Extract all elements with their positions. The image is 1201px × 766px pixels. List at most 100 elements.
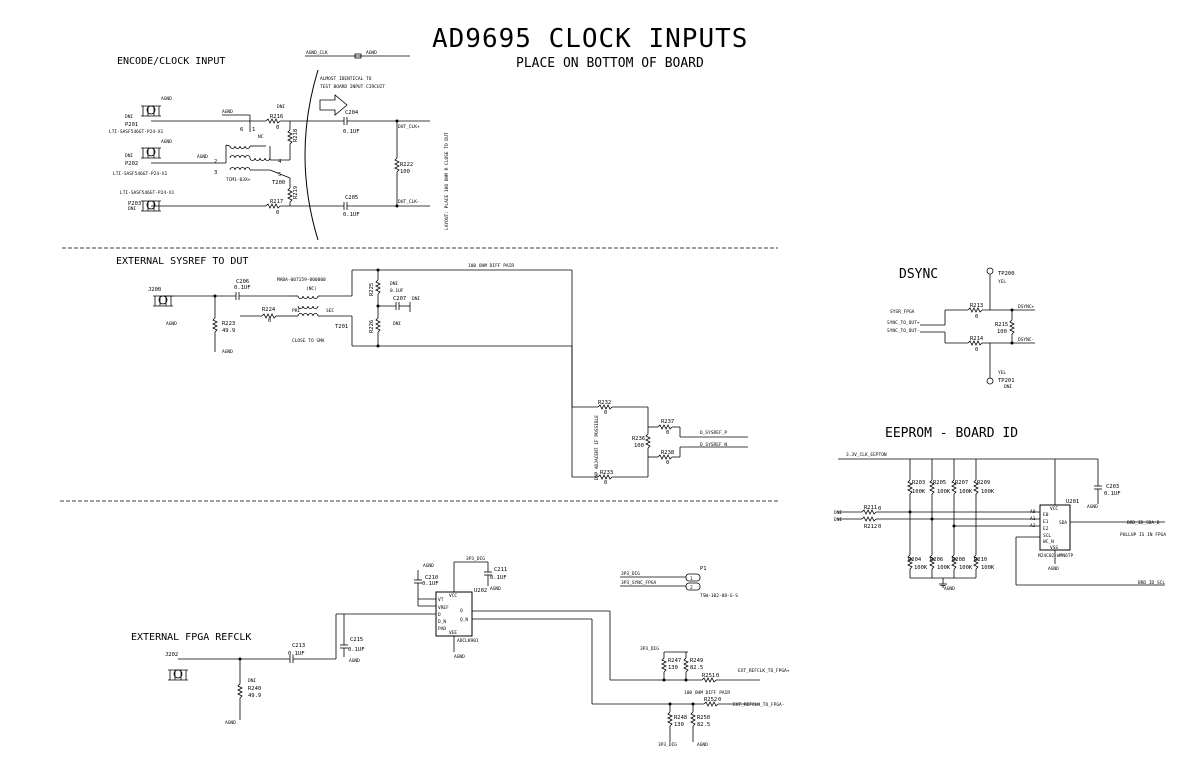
svg-text:100K: 100K [981,489,995,495]
header-p1: P1 1 2 3P3_DIG 3P3_SYNC_FPGA TSW-102-08-… [620,566,738,599]
svg-text:100 OHM DIFF PAIR: 100 OHM DIFF PAIR [468,263,514,269]
svg-text:3P3_DIG: 3P3_DIG [658,742,677,748]
svg-text:SYNC_TO_OUT-: SYNC_TO_OUT- [887,328,920,334]
svg-text:AGND_CLK: AGND_CLK [306,50,328,56]
svg-text:C213: C213 [292,643,305,649]
svg-text:DSYNC-: DSYNC- [1018,337,1034,343]
svg-text:R237: R237 [661,419,674,425]
svg-text:EXT_REFCLK_TO_FPGA+: EXT_REFCLK_TO_FPGA+ [738,668,790,674]
svg-text:P201: P201 [125,122,138,128]
svg-text:100K: 100K [981,565,995,571]
transformer-t201: MABA-007159-000000 (NC) PRI SEC T201 CLO… [277,277,348,344]
svg-text:AGND: AGND [944,586,955,592]
svg-text:SDA: SDA [1059,520,1067,526]
svg-text:DUT_CLK-: DUT_CLK- [398,199,420,205]
svg-text:DNI: DNI [277,104,285,110]
board-edge-arc [304,69,319,241]
svg-text:BRD_ID_SDA_B: BRD_ID_SDA_B [1127,520,1160,526]
svg-text:U201: U201 [1066,499,1079,505]
svg-text:AGND: AGND [1087,504,1098,510]
svg-text:E2: E2 [1043,526,1049,532]
svg-text:100K: 100K [959,565,973,571]
connector-p203: LTI-SASF546GT-P24-X1 P203 DNI [120,190,174,212]
svg-text:R209: R209 [977,480,990,486]
sheet-title: AD9695 CLOCK INPUTS [432,24,748,54]
svg-text:VEE: VEE [449,630,457,636]
svg-text:P203: P203 [128,201,141,207]
svg-text:R250: R250 [697,715,710,721]
svg-text:C204: C204 [345,110,359,116]
connector-j202: J202 [165,652,189,681]
svg-text:DSYNC+: DSYNC+ [1018,304,1035,310]
svg-text:PULLUP IS IN FPGA: PULLUP IS IN FPGA [1120,532,1166,538]
svg-text:SYSR_FPGA: SYSR_FPGA [890,309,915,315]
svg-text:0: 0 [718,697,721,703]
svg-text:DNI: DNI [834,517,842,523]
svg-text:U202: U202 [474,588,487,594]
svg-text:R223: R223 [222,321,235,327]
svg-text:AGND: AGND [161,96,172,102]
svg-text:DNI: DNI [393,321,401,327]
svg-text:Q_N: Q_N [460,617,468,623]
svg-text:49.9: 49.9 [248,693,261,699]
testpoint-tp200 [986,267,994,275]
svg-text:R208: R208 [952,557,965,563]
svg-text:R216: R216 [270,114,283,120]
svg-text:NC: NC [258,134,264,140]
svg-text:R204: R204 [908,557,922,563]
svg-text:3P3_DIG: 3P3_DIG [466,556,485,562]
svg-text:0: 0 [276,210,279,216]
svg-text:100: 100 [634,443,644,449]
svg-text:R225: R225 [369,283,375,296]
svg-text:R233: R233 [600,470,613,476]
svg-text:C205: C205 [345,195,358,201]
svg-text:0: 0 [268,318,271,324]
svg-text:AGND: AGND [222,109,233,115]
svg-text:R232: R232 [598,400,611,406]
svg-text:VT: VT [438,597,444,603]
svg-text:T201: T201 [335,324,348,330]
svg-text:LAYOUT: PLACE 100 OHM R CLOSE: LAYOUT: PLACE 100 OHM R CLOSE TO DUT [444,132,450,230]
svg-text:R249: R249 [690,658,703,664]
svg-text:1: 1 [252,127,255,133]
svg-text:R248: R248 [674,715,687,721]
arrow-icon [319,94,348,116]
svg-text:YEL: YEL [998,279,1006,285]
svg-text:3P3_DIG: 3P3_DIG [621,571,640,577]
sheet-subtitle: PLACE ON BOTTOM OF BOARD [516,56,704,71]
svg-text:DNI: DNI [125,114,133,120]
svg-text:VCC: VCC [449,593,457,599]
svg-text:DNP ADJACENT IF POSSIBLE: DNP ADJACENT IF POSSIBLE [594,415,600,480]
svg-text:2: 2 [690,585,693,591]
encode-note-line2: TEST BOARD INPUT CIRCUIT [320,84,385,90]
encode-clock-section: ENCODE/CLOCK INPUT AGND_CLK AGND ALMOST … [109,50,450,241]
connector-p201: AGND DNI P201 LTI-SASF546GT-P24-X1 [109,96,172,135]
svg-text:R206: R206 [930,557,943,563]
svg-text:VCC: VCC [1050,506,1058,512]
svg-text:LTI-SASF546GT-P24-X1: LTI-SASF546GT-P24-X1 [120,190,174,196]
svg-text:A1: A1 [1030,516,1036,522]
svg-text:C210: C210 [425,575,438,581]
svg-text:P202: P202 [125,161,138,167]
sysref-section: EXTERNAL SYSREF TO DUT J200 AGND C206 0.… [116,256,748,486]
svg-text:AGND: AGND [197,154,208,160]
svg-text:R218: R218 [293,129,299,142]
svg-text:R219: R219 [293,186,299,199]
svg-text:E0: E0 [1043,512,1049,518]
svg-text:DNI: DNI [390,281,398,287]
svg-text:ADCLK901: ADCLK901 [457,638,479,644]
svg-text:AGND: AGND [490,586,501,592]
svg-text:100K: 100K [914,565,928,571]
svg-text:0.1UF: 0.1UF [343,212,360,218]
svg-text:LTI-SASF546GT-P24-X1: LTI-SASF546GT-P24-X1 [113,171,167,177]
svg-text:WC_N: WC_N [1043,539,1054,545]
svg-text:49.9: 49.9 [222,328,235,334]
svg-text:AGND: AGND [366,50,377,56]
svg-text:AGND: AGND [166,321,177,327]
svg-text:0: 0 [878,524,881,530]
svg-text:1: 1 [690,576,693,582]
resistor-ladder: R203 100K R204 100K R205 100K R206 100K … [907,459,995,592]
svg-text:TSW-102-08-G-S: TSW-102-08-G-S [700,593,738,599]
svg-text:3: 3 [214,170,217,176]
